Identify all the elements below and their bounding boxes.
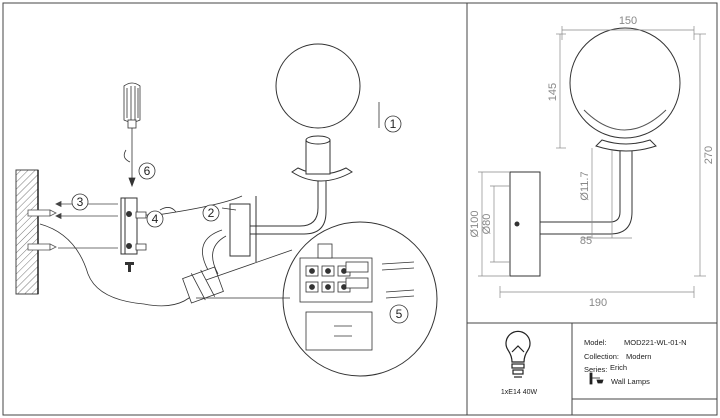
dim-base-outer: Ø100 [469, 211, 481, 238]
dimension-lines [478, 26, 706, 298]
magnified-connector [299, 243, 415, 351]
installation-diagram: 1 2 3 4 5 6 [15, 43, 438, 377]
dim-base-inner: Ø80 [481, 214, 493, 235]
dim-tube: Ø11.7 [579, 171, 591, 200]
step-callout-2: 2 [202, 204, 220, 222]
step-number: 2 [208, 206, 215, 220]
collection-label: Collection: [584, 352, 619, 361]
step-callout-1: 1 [384, 115, 402, 133]
step-number: 1 [390, 117, 397, 131]
model-value: MOD221-WL-01-N [624, 338, 687, 347]
magnified-view [196, 221, 438, 377]
series-value: Erich [610, 363, 627, 372]
collection-value: Modern [626, 352, 651, 361]
series-label: Series: [584, 365, 607, 374]
screw-bottom [135, 243, 147, 251]
bulb-spec-text: 1xE14 40W [501, 389, 538, 396]
terminal-block [182, 266, 224, 304]
dim-globe-height: 145 [547, 83, 559, 101]
step-number: 5 [396, 307, 403, 321]
step-callout-4: 4 [146, 210, 164, 228]
lamp-assembly [229, 43, 361, 262]
step-number: 6 [144, 164, 151, 178]
step-callout-3: 3 [71, 193, 89, 211]
type-value: Wall Lamps [611, 377, 650, 386]
mount-arrows [55, 200, 118, 249]
dimension-drawing: 150 145 270 Ø100 Ø80 Ø11.7 85 190 [469, 15, 715, 309]
direction-arrows [159, 102, 380, 213]
dim-arm-height: 85 [580, 235, 592, 247]
dim-projection: 190 [589, 297, 607, 309]
wall-plug-bottom [27, 243, 57, 251]
dim-total-height: 270 [703, 146, 715, 164]
screwdriver [123, 82, 141, 188]
step-callout-6: 6 [138, 162, 156, 180]
product-info: Model: MOD221-WL-01-N Collection: Modern… [584, 338, 687, 386]
bulb-spec: 1xE14 40W [501, 330, 538, 396]
bulb-icon [505, 330, 531, 378]
step-number: 3 [77, 195, 84, 209]
wall-plug-top [27, 209, 57, 217]
lamp-side-view [509, 27, 681, 277]
mounting-plate [120, 197, 138, 255]
wall-section [15, 169, 39, 295]
model-label: Model: [584, 338, 607, 347]
step-number: 4 [152, 212, 159, 226]
wall-lamp-icon [589, 372, 604, 385]
dim-globe-width: 150 [619, 15, 637, 27]
screw-vertical [125, 262, 134, 272]
step-callout-5: 5 [389, 304, 409, 324]
